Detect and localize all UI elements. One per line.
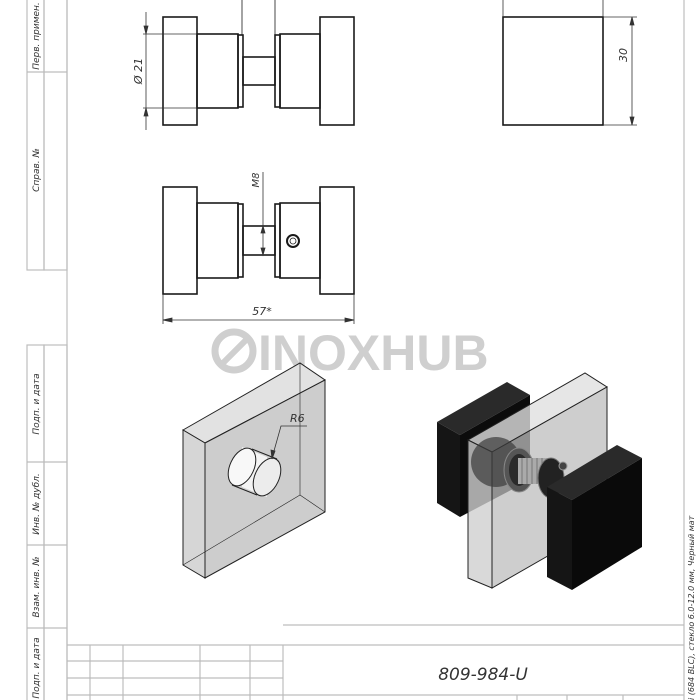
margin-label-sign-date: Подп. и дата (32, 373, 42, 434)
dimension-height-label: 30 (617, 48, 630, 62)
title-block (67, 624, 684, 700)
dimension-diameter-label: Ø 21 (132, 58, 145, 85)
watermark: INOXHUB (211, 325, 489, 381)
margin-label-dup-inv: Инв. № дубл. (32, 473, 42, 535)
margin-label-sign-date-2: Подп. и дата (32, 637, 42, 698)
margin-label-repl-inv: Взам. инв. № (32, 556, 42, 617)
margin-frame (26, 0, 685, 700)
end-view: 30 (502, 0, 637, 126)
designation: 809-984-U (438, 665, 528, 685)
margin-label-first-use: Перв. примен. (32, 2, 42, 70)
side-note: i (684 BLC), стекло 6.0-12.0 мм, Черный … (687, 515, 696, 700)
dimension-length: 57* (162, 294, 355, 324)
dimension-thread: M8 (251, 172, 266, 257)
dimension-length-label: 57* (252, 305, 272, 318)
margin-label-ref-no: Справ. № (32, 148, 42, 192)
front-view (162, 186, 355, 295)
assembly-iso (437, 372, 642, 590)
dimension-thread-label: M8 (251, 173, 262, 188)
margin-labels: Перв. примен. Справ. № Подп. и дата Инв.… (32, 2, 42, 698)
dimension-radius-label: R6 (290, 412, 305, 425)
glass-panel-iso (182, 362, 326, 579)
dimension-radius: R6 (270, 412, 307, 460)
dimension-diameter: Ø 21 (132, 12, 197, 130)
side-view-top (162, 0, 355, 126)
